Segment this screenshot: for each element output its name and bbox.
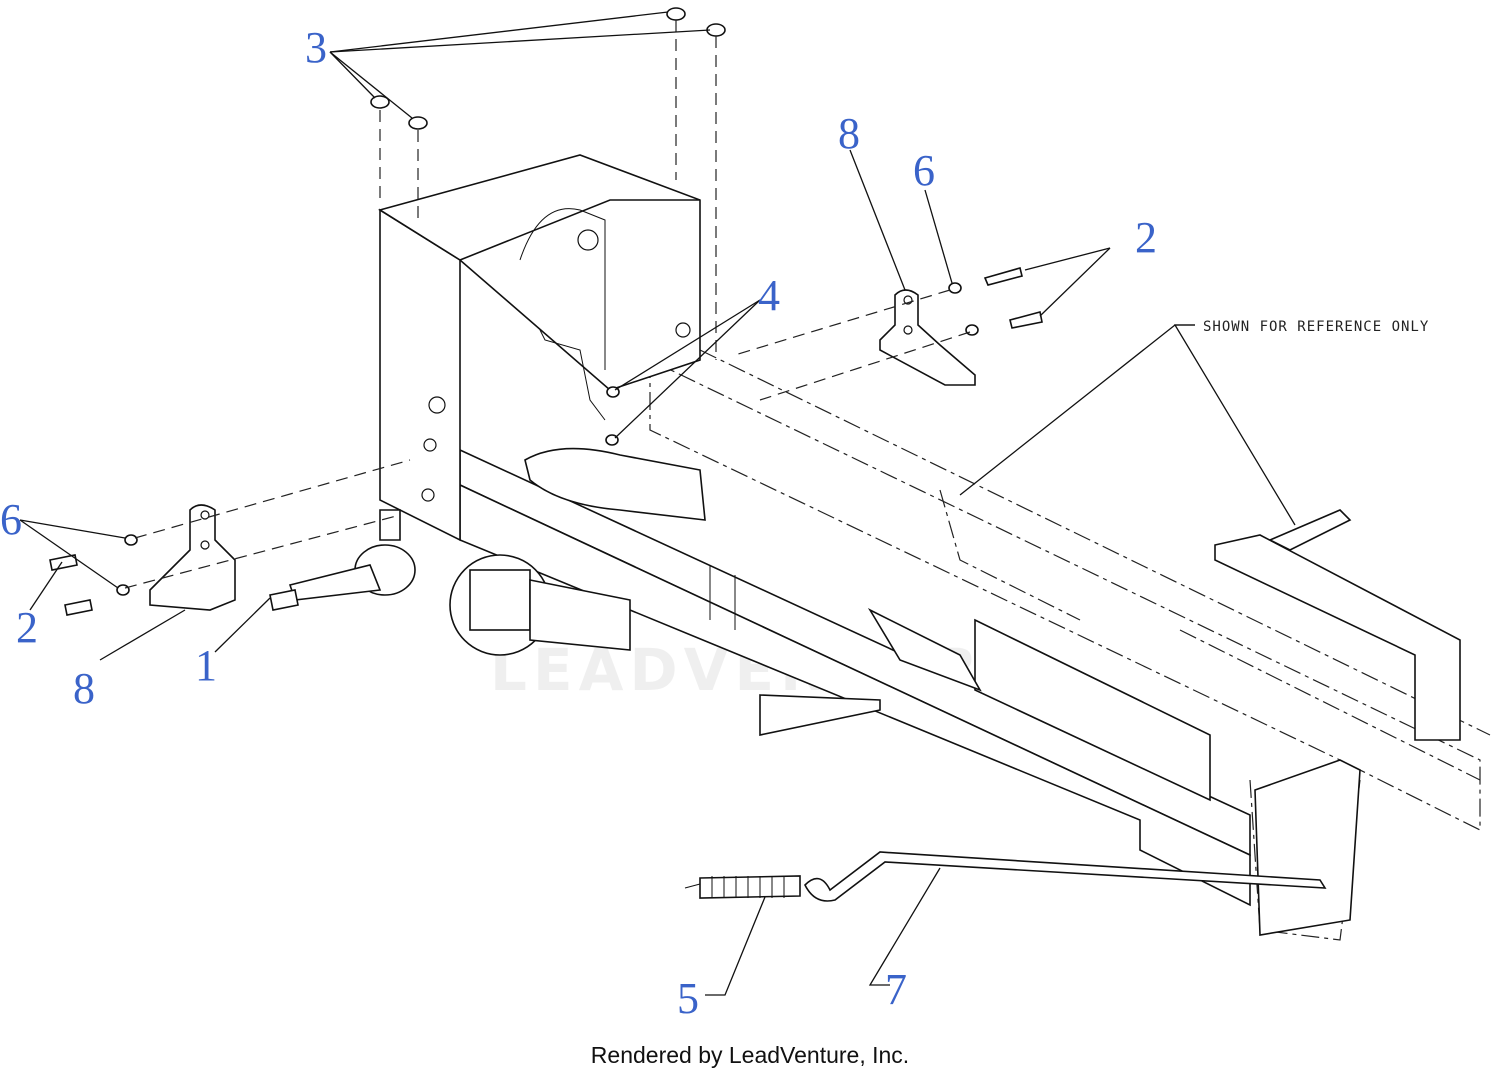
assembly-lines bbox=[124, 20, 971, 589]
callout-8-right: 8 bbox=[838, 109, 860, 158]
callouts: 3 4 8 6 2 6 2 8 1 5 7 SHOWN FOR REFERENC… bbox=[0, 23, 1429, 1023]
seat-tower bbox=[378, 154, 701, 542]
reference-frame bbox=[649, 349, 1491, 941]
callout-2-left: 2 bbox=[16, 603, 38, 652]
callout-5: 5 bbox=[677, 974, 699, 1023]
callout-4: 4 bbox=[758, 271, 780, 320]
hardware bbox=[49, 7, 1043, 616]
right-bracket bbox=[879, 289, 976, 386]
callout-6-left: 6 bbox=[0, 495, 22, 544]
footer-credit: Rendered by LeadVenture, Inc. bbox=[590, 1042, 910, 1068]
main-frame-rail bbox=[459, 448, 1361, 936]
callout-2-right: 2 bbox=[1135, 213, 1157, 262]
callout-8-left: 8 bbox=[73, 664, 95, 713]
callout-3: 3 bbox=[305, 23, 327, 72]
callout-7: 7 bbox=[885, 965, 907, 1014]
reference-note: SHOWN FOR REFERENCE ONLY bbox=[1203, 319, 1429, 335]
left-bracket bbox=[149, 504, 236, 611]
callout-1: 1 bbox=[195, 641, 217, 690]
callout-6-right: 6 bbox=[913, 146, 935, 195]
leader-lines bbox=[19, 11, 1296, 996]
spring-and-rod bbox=[684, 851, 1327, 902]
axle-motor-assembly bbox=[269, 447, 706, 656]
